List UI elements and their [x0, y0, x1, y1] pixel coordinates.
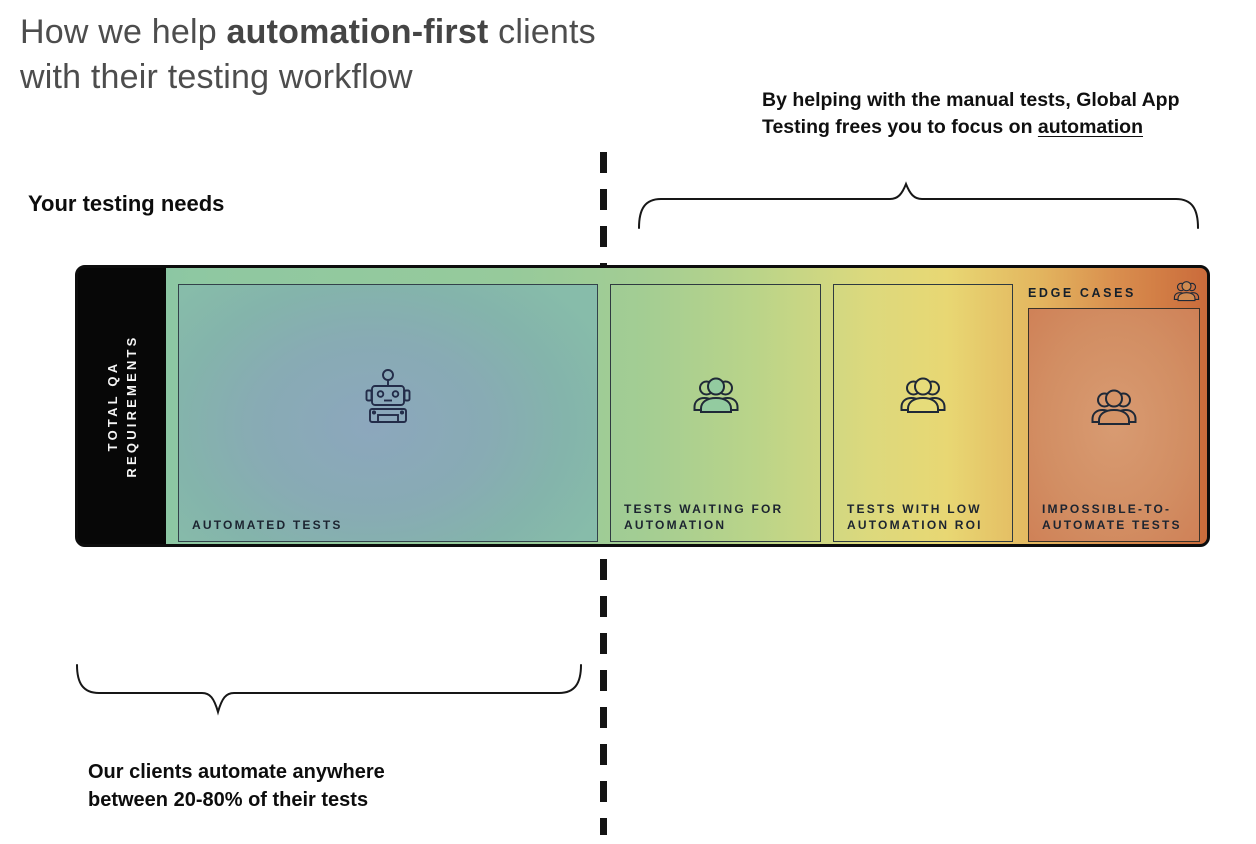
- top-brace: [638, 181, 1199, 229]
- segment-impossible-tests: IMPOSSIBLE-TO-AUTOMATE TESTS: [1028, 308, 1200, 542]
- bottom-brace: [76, 664, 582, 716]
- people-icon: [1173, 278, 1200, 308]
- manual-tests-note: By helping with the manual tests, Global…: [762, 87, 1240, 141]
- testing-needs-heading: Your testing needs: [28, 191, 225, 216]
- manual-tests-note-line1: By helping with the manual tests, Global…: [762, 89, 1180, 111]
- clients-automate-note-line2: between 20-80% of their tests: [88, 789, 369, 811]
- clients-automate-note: Our clients automate anywhere between 20…: [88, 758, 385, 814]
- page-title-line2: with their testing workflow: [20, 58, 413, 96]
- people-icon: [834, 285, 1012, 507]
- title-bold: automation-first: [226, 13, 489, 51]
- total-qa-label: TOTAL QA REQUIREMENTS: [78, 268, 166, 544]
- segment-tests-waiting: TESTS WAITING FOR AUTOMATION: [610, 284, 821, 542]
- title-pre: How we help: [20, 13, 227, 51]
- note-line2-pre: Testing frees you to focus on: [762, 116, 1038, 138]
- segment-label-tests-waiting: TESTS WAITING FOR AUTOMATION: [624, 502, 784, 532]
- page-title: How we help automation-first clients wit…: [20, 10, 596, 100]
- total-qa-label-line1: TOTAL QA: [105, 360, 120, 452]
- segment-automated-tests: AUTOMATED TESTS: [178, 284, 598, 542]
- page-title-line1: How we help automation-first clients: [20, 10, 596, 55]
- segment-label-automated-tests: AUTOMATED TESTS: [192, 518, 343, 532]
- manual-tests-note-line2: Testing frees you to focus on automation: [762, 114, 1240, 141]
- people-icon: [1029, 309, 1199, 507]
- title-post: clients: [488, 13, 596, 51]
- clients-automate-note-line1: Our clients automate anywhere: [88, 761, 385, 783]
- total-qa-sidebar: TOTAL QA REQUIREMENTS: [78, 268, 166, 544]
- total-qa-label-line2: REQUIREMENTS: [124, 334, 139, 478]
- qa-requirements-bar: TOTAL QA REQUIREMENTS: [75, 265, 1210, 547]
- people-icon: [611, 285, 820, 507]
- robot-icon: [179, 285, 597, 507]
- segment-low-roi: TESTS WITH LOW AUTOMATION ROI: [833, 284, 1013, 542]
- automation-underlined-text: automation: [1037, 116, 1144, 138]
- segment-label-low-roi: TESTS WITH LOW AUTOMATION ROI: [847, 502, 983, 532]
- edge-cases-label: EDGE CASES: [1028, 286, 1136, 300]
- edge-cases-header: EDGE CASES: [1028, 280, 1200, 306]
- segment-label-impossible-tests: IMPOSSIBLE-TO-AUTOMATE TESTS: [1042, 502, 1182, 532]
